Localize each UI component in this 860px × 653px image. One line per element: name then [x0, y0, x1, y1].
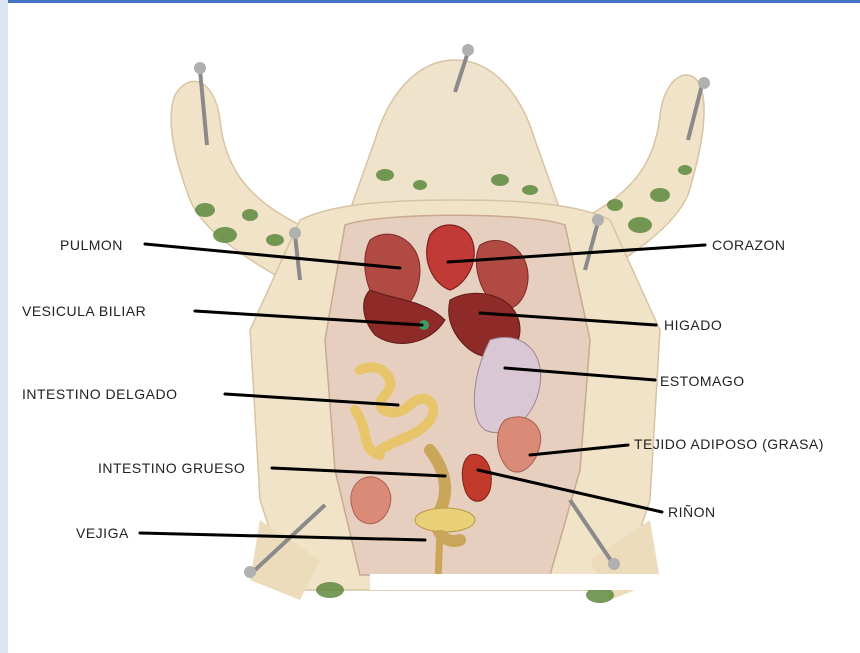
bottom-white-band	[370, 574, 680, 590]
label-tejido-adiposo: TEJIDO ADIPOSO (GRASA)	[634, 436, 824, 452]
label-intestino-delgado: INTESTINO DELGADO	[22, 386, 178, 402]
label-pulmon: PULMON	[60, 237, 123, 253]
label-vesicula-biliar: VESICULA BILIAR	[22, 303, 146, 319]
label-estomago: ESTOMAGO	[660, 373, 745, 389]
label-rinon: RIÑON	[668, 504, 716, 520]
bladder	[415, 508, 475, 532]
cloaca-tube	[438, 530, 440, 580]
label-higado: HIGADO	[664, 317, 722, 333]
label-corazon: CORAZON	[712, 237, 786, 253]
label-vejiga: VEJIGA	[76, 525, 129, 541]
kidney	[462, 454, 491, 501]
label-intestino-grueso: INTESTINO GRUESO	[98, 460, 245, 476]
